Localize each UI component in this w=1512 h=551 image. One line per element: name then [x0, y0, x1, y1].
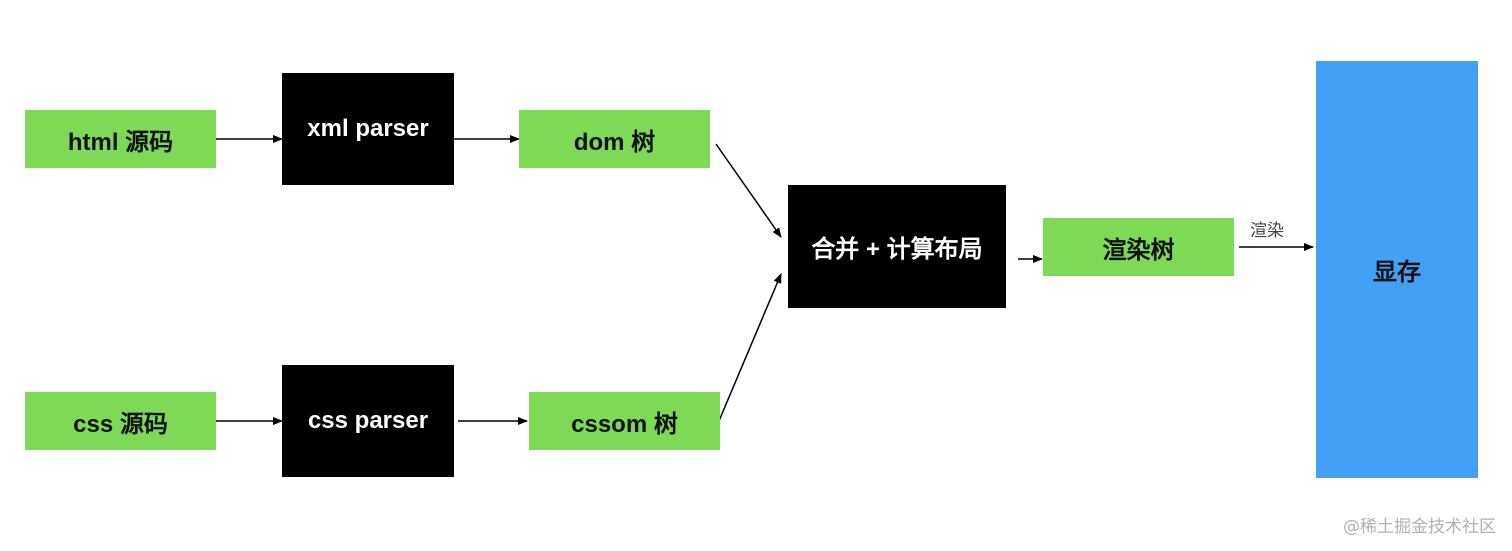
video-memory-node: 显存	[1316, 61, 1478, 478]
xml-parser-node: xml parser	[282, 73, 454, 185]
css-source-label: css 源码	[73, 410, 168, 438]
video-memory-label: 显存	[1373, 259, 1421, 286]
css-parser-label: css parser	[307, 407, 429, 434]
dom-tree-node: dom 树	[519, 110, 710, 168]
render-tree-label: 渲染树	[1102, 236, 1175, 264]
watermark: @稀土掘金技术社区	[1343, 517, 1496, 537]
xml-parser-label: xml parser	[307, 115, 429, 142]
edge-cssom-to-merge	[715, 273, 782, 429]
edge-dom-to-merge	[715, 143, 782, 238]
html-source-label: html 源码	[67, 128, 174, 156]
render-tree-node: 渲染树	[1043, 218, 1234, 276]
css-source-node: css 源码	[25, 392, 216, 450]
cssom-tree-label: cssom 树	[571, 410, 678, 438]
dom-tree-label: dom 树	[573, 128, 656, 156]
merge-layout-node: 合并 + 计算布局	[788, 185, 1006, 308]
merge-layout-label: 合并 + 计算布局	[811, 236, 983, 263]
html-source-node: html 源码	[25, 110, 216, 168]
render-edge-label: 渲染	[1250, 221, 1284, 240]
css-parser-node: css parser	[282, 365, 454, 477]
cssom-tree-node: cssom 树	[529, 392, 720, 450]
